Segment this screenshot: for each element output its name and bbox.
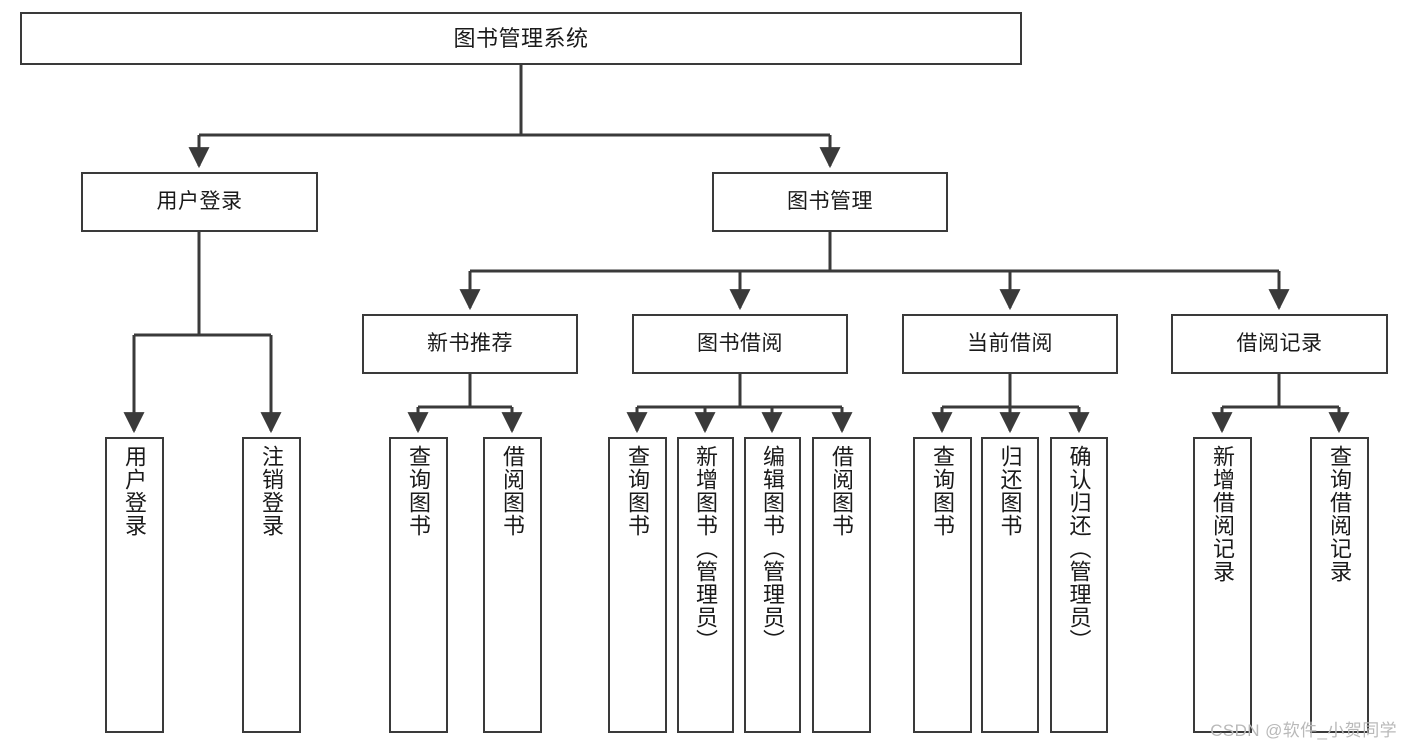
node-leaf-logout-label: 注销登录	[259, 445, 285, 537]
node-new-book-rec-label: 新书推荐	[427, 331, 513, 355]
node-leaf-confirm-return[interactable]: 确认归还（管理员）	[1050, 437, 1108, 733]
node-leaf-user-login[interactable]: 用户登录	[105, 437, 164, 733]
node-leaf-logout[interactable]: 注销登录	[242, 437, 301, 733]
node-leaf-query-book-1-label: 查询图书	[406, 445, 432, 537]
node-new-book-rec[interactable]: 新书推荐	[362, 314, 578, 374]
node-leaf-user-login-label: 用户登录	[122, 445, 148, 537]
node-book-manage-label: 图书管理	[787, 189, 873, 213]
node-leaf-confirm-return-label: 确认归还（管理员）	[1066, 445, 1092, 652]
node-root-label: 图书管理系统	[453, 25, 589, 51]
node-user-login-label: 用户登录	[156, 189, 243, 213]
node-leaf-query-book-2-label: 查询图书	[625, 445, 651, 537]
node-leaf-borrow-book-2-label: 借阅图书	[829, 445, 855, 537]
node-leaf-query-book-3-label: 查询图书	[930, 445, 956, 537]
node-leaf-edit-book-label: 编辑图书（管理员）	[760, 445, 786, 652]
node-borrow-record-label: 借阅记录	[1236, 331, 1323, 355]
node-leaf-query-book-3[interactable]: 查询图书	[913, 437, 972, 733]
node-leaf-edit-book[interactable]: 编辑图书（管理员）	[744, 437, 801, 733]
node-leaf-query-record-label: 查询借阅记录	[1327, 445, 1353, 583]
node-borrow-record[interactable]: 借阅记录	[1171, 314, 1388, 374]
node-leaf-query-book-1[interactable]: 查询图书	[389, 437, 448, 733]
node-current-borrow[interactable]: 当前借阅	[902, 314, 1118, 374]
node-leaf-add-record-label: 新增借阅记录	[1210, 445, 1236, 583]
node-leaf-return-book-label: 归还图书	[997, 445, 1023, 537]
node-leaf-borrow-book-1[interactable]: 借阅图书	[483, 437, 542, 733]
node-leaf-add-book[interactable]: 新增图书（管理员）	[677, 437, 734, 733]
node-user-login[interactable]: 用户登录	[81, 172, 318, 232]
node-current-borrow-label: 当前借阅	[967, 331, 1053, 355]
node-leaf-add-record[interactable]: 新增借阅记录	[1193, 437, 1252, 733]
node-book-borrow[interactable]: 图书借阅	[632, 314, 848, 374]
node-leaf-query-record[interactable]: 查询借阅记录	[1310, 437, 1369, 733]
node-book-borrow-label: 图书借阅	[697, 331, 783, 355]
node-leaf-borrow-book-1-label: 借阅图书	[500, 445, 526, 537]
node-leaf-add-book-label: 新增图书（管理员）	[693, 445, 719, 652]
node-root[interactable]: 图书管理系统	[20, 12, 1022, 65]
node-leaf-return-book[interactable]: 归还图书	[981, 437, 1039, 733]
node-book-manage[interactable]: 图书管理	[712, 172, 948, 232]
node-leaf-borrow-book-2[interactable]: 借阅图书	[812, 437, 871, 733]
node-leaf-query-book-2[interactable]: 查询图书	[608, 437, 667, 733]
